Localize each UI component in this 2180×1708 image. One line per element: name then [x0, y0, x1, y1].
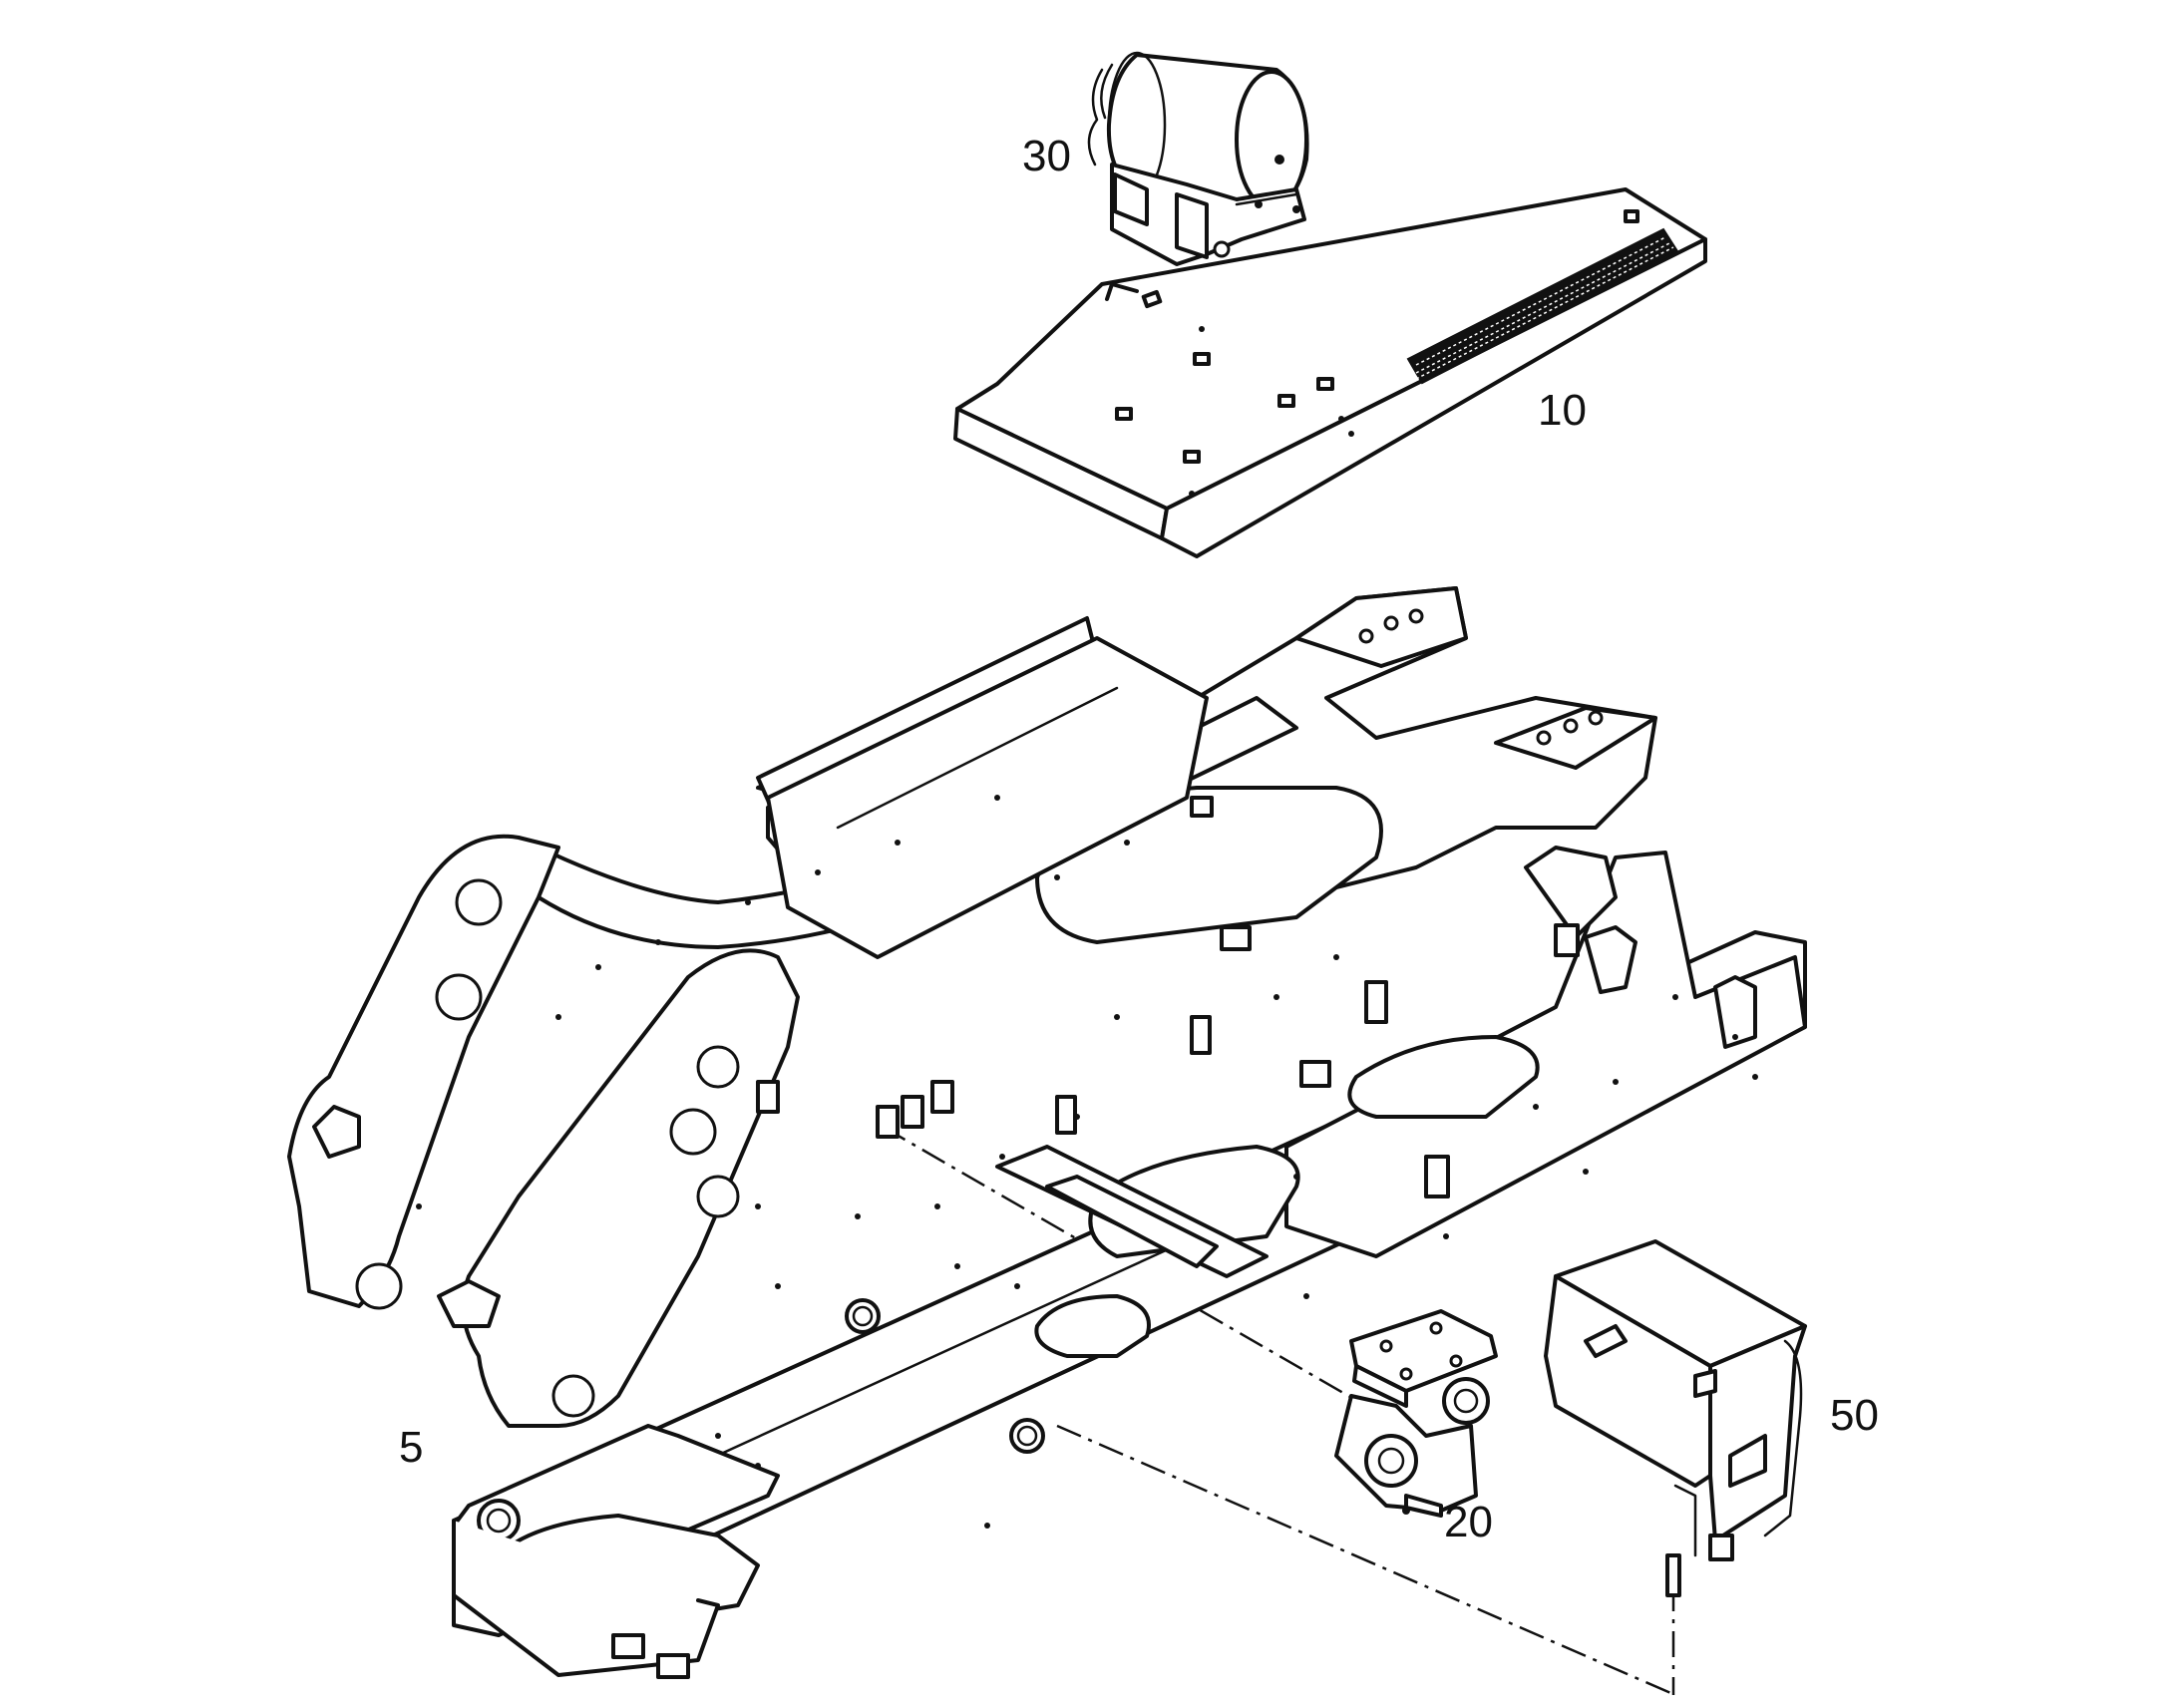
frame-rivets	[416, 795, 1758, 1529]
main-frame-part	[287, 586, 1807, 1679]
callout-frame: 5	[399, 1423, 424, 1472]
callout-air-tank: 30	[1022, 132, 1071, 180]
valve-block-part	[1334, 1309, 1498, 1518]
box-cover-part	[1544, 1239, 1807, 1597]
callout-cover-plate: 10	[1538, 386, 1587, 435]
vent-grille	[1406, 227, 1679, 385]
air-tank-part	[1087, 51, 1309, 266]
callout-valve-block: 20	[1444, 1498, 1493, 1546]
cover-plate-part	[953, 187, 1707, 558]
callout-box-cover: 50	[1830, 1391, 1879, 1440]
leader-frame-to-box-cover	[1056, 1424, 1676, 1697]
leader-frame-to-valve-block	[882, 1125, 1427, 1443]
